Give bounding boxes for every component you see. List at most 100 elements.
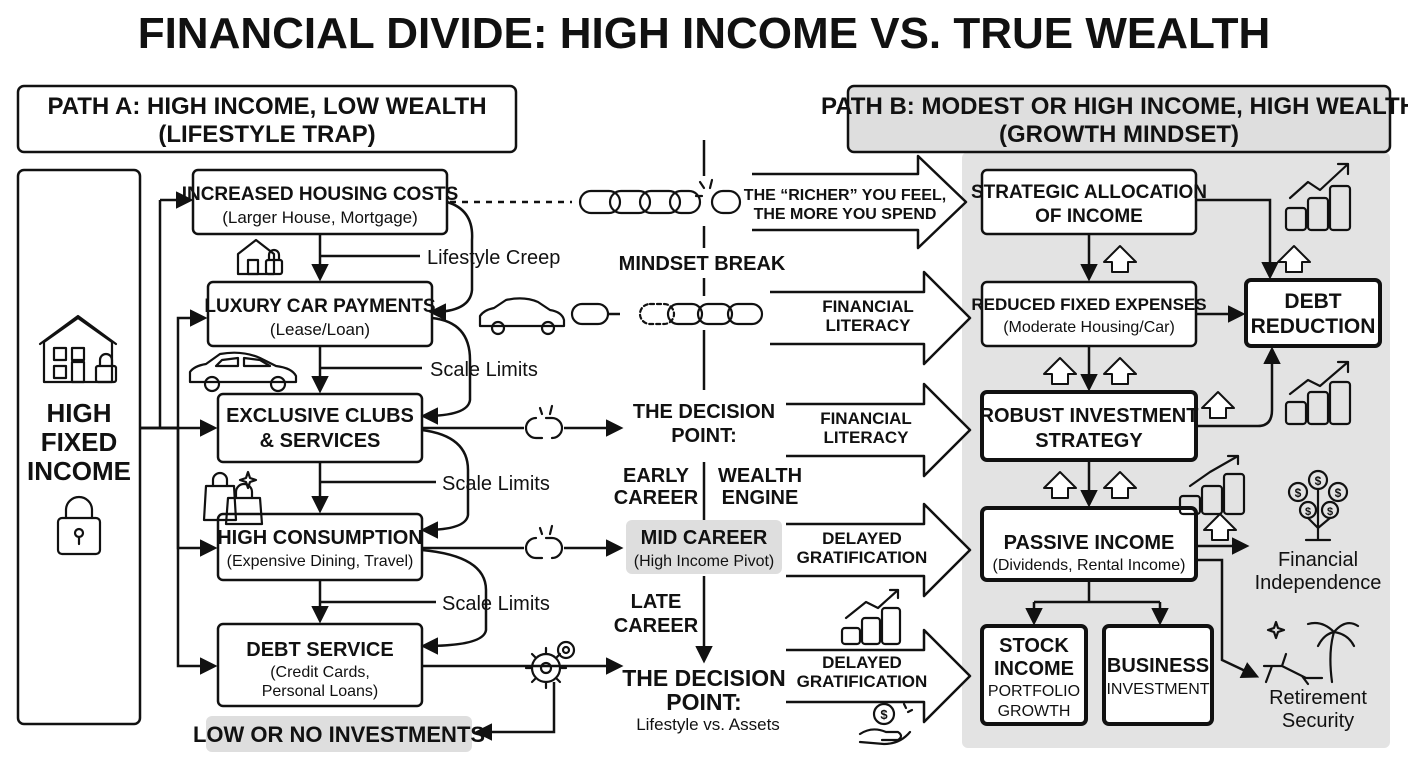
svg-text:$: $ [1327,506,1333,518]
decision1-line2: POINT: [671,425,737,447]
mid-career-label: MID CAREER (High Income Pivot) [626,520,782,574]
delayed-2a: DELAYED [822,653,902,672]
income-line2: FIXED [41,427,118,457]
early-career-line2: CAREER [614,487,699,509]
stock-line1: STOCK [999,635,1069,657]
debt-reduction-line1: DEBT [1284,290,1341,313]
decision2-line1: THE DECISION [622,665,786,691]
mid-career-sub: (High Income Pivot) [634,553,775,570]
debt-sub2: Personal Loans) [262,683,379,700]
beach-chair-palm-icon [1262,620,1360,686]
business-line1: BUSINESS [1107,655,1209,677]
housing-title: INCREASED HOUSING COSTS [182,184,459,205]
mindset-break-label: MINDSET BREAK [619,253,786,275]
business-line2: INVESTMENT [1106,681,1209,698]
shopping-bags-icon [202,470,264,526]
svg-text:$: $ [880,707,888,722]
wealth-engine-line1: WEALTH [718,465,802,487]
income-connectors [140,191,218,675]
financial-independence-line2: Independence [1255,572,1382,594]
stock-income-box: STOCK INCOME PORTFOLIO GROWTH [980,624,1088,726]
broken-link-arrow-2 [422,524,624,560]
coin-stack-growth-icon [1284,162,1352,232]
coin-stack-growth-icon [1178,454,1246,516]
gear-icon [422,640,624,741]
car-sub: (Lease/Loan) [270,320,370,339]
passive-title: PASSIVE INCOME [1004,532,1175,554]
path-a-header-line1: PATH A: HIGH INCOME, LOW WEALTH [47,93,486,120]
wealth-engine-line2: ENGINE [722,487,799,509]
broken-link-arrow-1 [422,404,624,440]
page-title: FINANCIAL DIVIDE: HIGH INCOME VS. TRUE W… [138,9,1271,58]
stock-line3: PORTFOLIO [988,683,1080,700]
path-b-header-line1: PATH B: MODEST OR HIGH INCOME, HIGH WEAL… [821,93,1408,120]
big-arrow-delayed-1: DELAYED GRATIFICATION [786,502,972,598]
housing-sub: (Larger House, Mortgage) [222,208,418,227]
decision2-line2: POINT: [666,689,741,715]
financial-independence-line1: Financial [1278,549,1358,571]
financial-1b: LITERACY [826,316,912,335]
decision1-line1: THE DECISION [633,401,775,423]
stock-line4: GROWTH [998,703,1071,720]
low-investments-text: LOW OR NO INVESTMENTS [193,722,485,747]
reduced-sub: (Moderate Housing/Car) [1003,319,1175,336]
retirement-security-line2: Security [1282,710,1354,732]
debt-title: DEBT SERVICE [246,639,393,661]
strategic-allocation-box: STRATEGIC ALLOCATION OF INCOME [971,168,1207,236]
luxury-car-box: LUXURY CAR PAYMENTS (Lease/Loan) [204,280,436,348]
big-arrow-financial-2: FINANCIAL LITERACY [786,382,972,478]
mid-career-title: MID CAREER [641,527,768,549]
debt-reduction-line2: REDUCTION [1251,315,1376,338]
stock-line2: INCOME [994,658,1074,680]
income-line1: HIGH [47,398,112,428]
coin-stack-growth-icon [1284,360,1352,426]
retirement-security-line1: Retirement [1269,687,1367,709]
car-title: LUXURY CAR PAYMENTS [204,296,435,317]
decision2-sub: Lifestyle vs. Assets [636,715,780,734]
coin-stack-growth-icon [840,588,902,646]
robust-investment-box: ROBUST INVESTMENT STRATEGY [980,390,1198,462]
path-a-header-line2: (LIFESTYLE TRAP) [158,121,375,148]
big-arrow-delayed-2: DELAYED GRATIFICATION [786,628,972,724]
lock-icon [56,495,102,556]
scale-limits-label-2: Scale Limits [442,473,550,495]
debt-service-box: DEBT SERVICE (Credit Cards, Personal Loa… [216,622,424,708]
broken-chain-icon [694,178,742,215]
late-career-line2: CAREER [614,615,699,637]
strategic-line2: OF INCOME [1035,206,1143,227]
scale-limits-label-3: Scale Limits [442,593,550,615]
scale-limits-label-1: Scale Limits [430,359,538,381]
lifestyle-creep-label: Lifestyle Creep [427,247,560,269]
early-career-line1: EARLY [623,465,690,487]
robust-line2: STRATEGY [1035,430,1143,452]
chain-row-2-icon [570,302,764,326]
high-fixed-income-box: HIGH FIXED INCOME [16,168,142,726]
high-consumption-box: HIGH CONSUMPTION (Expensive Dining, Trav… [216,512,424,582]
debt-reduction-box: DEBT REDUCTION [1244,278,1382,348]
richer-line1: THE “RICHER” YOU FEEL, [744,187,946,204]
svg-text:$: $ [1315,474,1322,488]
path-b-header-line2: (GROWTH MINDSET) [999,121,1239,148]
delayed-1b: GRATIFICATION [797,548,928,567]
financial-2a: FINANCIAL [820,409,912,428]
delayed-1a: DELAYED [822,529,902,548]
passive-income-box: PASSIVE INCOME (Dividends, Rental Income… [980,506,1198,582]
business-investment-box: BUSINESS INVESTMENT [1102,624,1214,726]
consumption-sub: (Expensive Dining, Travel) [227,553,414,570]
strategic-line1: STRATEGIC ALLOCATION [971,182,1207,203]
consumption-title: HIGH CONSUMPTION [217,527,423,549]
income-line3: INCOME [27,456,131,486]
passive-sub: (Dividends, Rental Income) [993,557,1186,574]
exclusive-clubs-box: EXCLUSIVE CLUBS & SERVICES [216,392,424,464]
hollow-up-arrows [1043,245,1311,541]
delayed-2b: GRATIFICATION [797,672,928,691]
path-b-header: PATH B: MODEST OR HIGH INCOME, HIGH WEAL… [821,84,1408,154]
svg-text:$: $ [1295,486,1302,500]
richer-line2: THE MORE YOU SPEND [754,206,937,223]
reduced-title: REDUCED FIXED EXPENSES [971,295,1206,314]
money-tree-icon: $ $ $ $ $ [1287,469,1349,542]
svg-text:$: $ [1335,486,1342,500]
car-chain-icon [478,297,566,336]
financial-2b: LITERACY [824,428,910,447]
house-lock-icon [38,314,118,384]
